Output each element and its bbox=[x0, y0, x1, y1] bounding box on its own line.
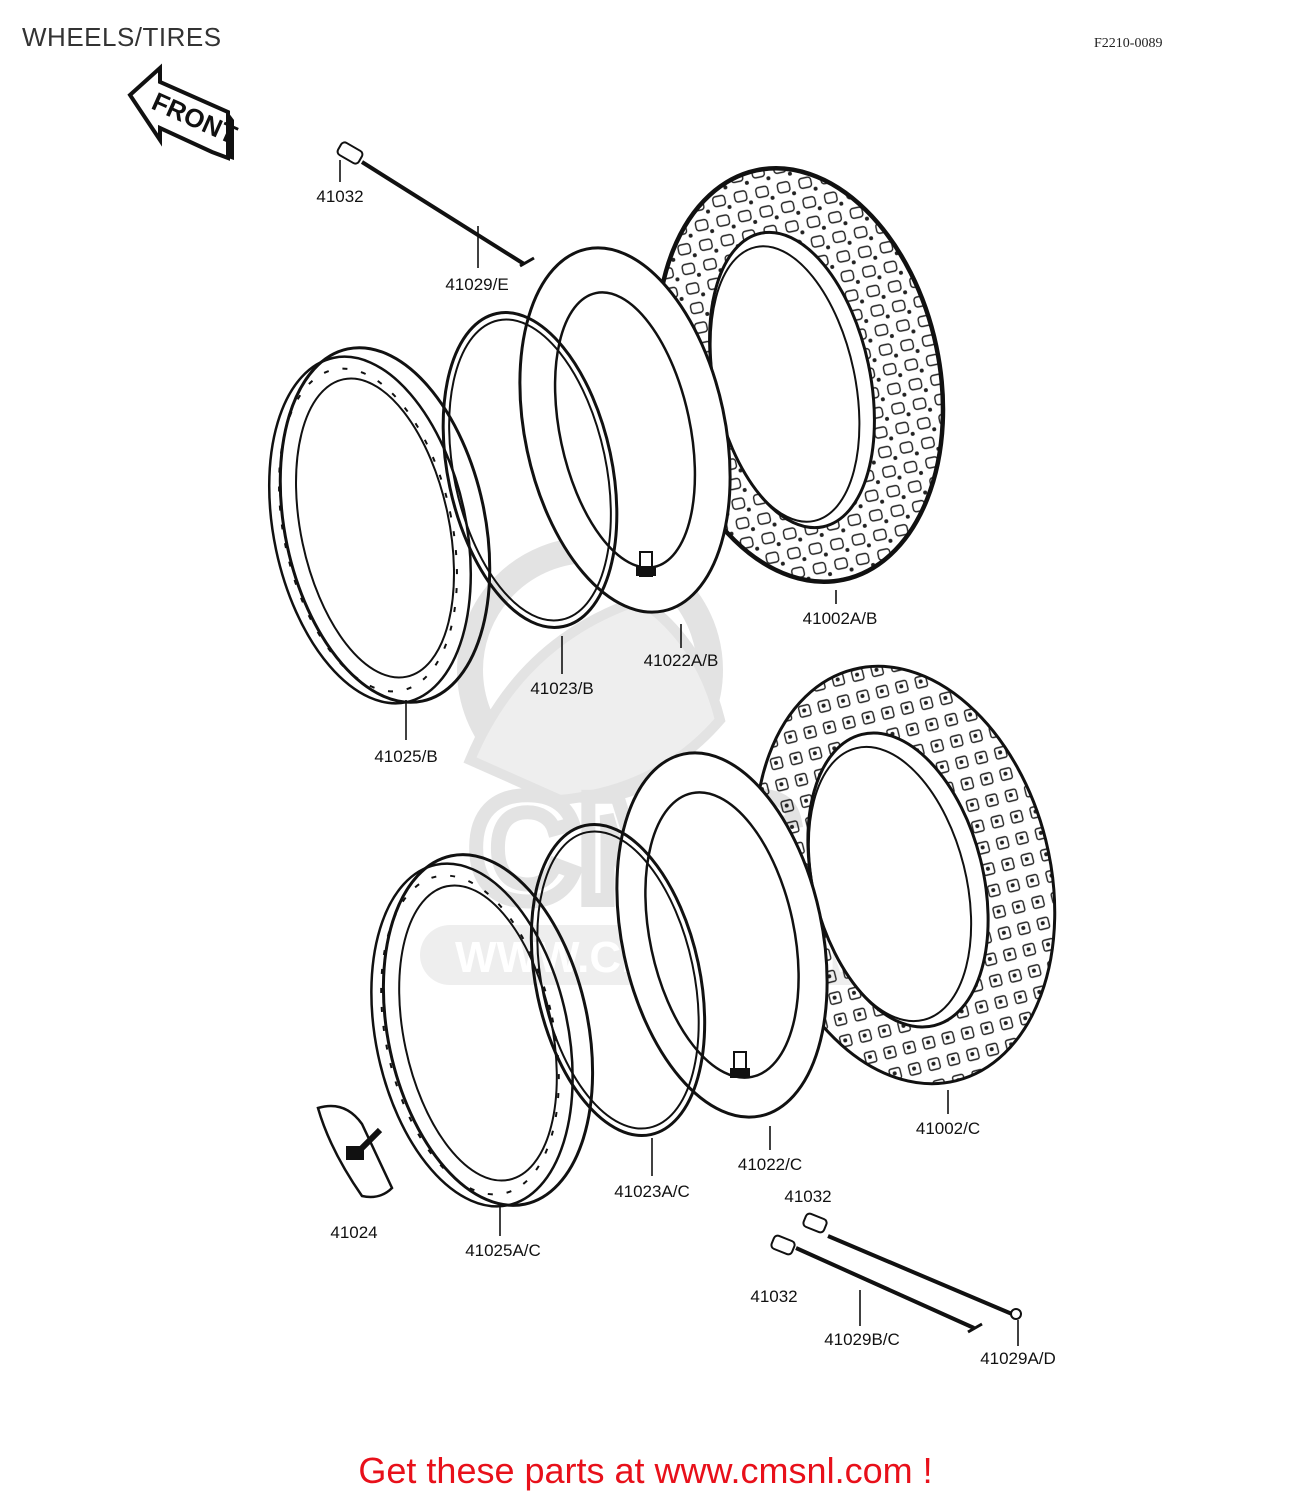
label-tube-bottom[interactable]: 41022/C bbox=[738, 1155, 802, 1174]
label-spoke-nipple-bottom-a[interactable]: 41032 bbox=[784, 1187, 831, 1206]
label-spoke-top[interactable]: 41029/E bbox=[445, 275, 508, 294]
rim-top bbox=[267, 346, 492, 705]
tube-bottom bbox=[615, 751, 829, 1119]
label-rim-band-bottom[interactable]: 41023A/C bbox=[614, 1182, 690, 1201]
leader-lines bbox=[339, 160, 1019, 1346]
page-title: WHEELS/TIRES bbox=[22, 22, 222, 52]
footer-link[interactable]: Get these parts at www.cmsnl.com ! bbox=[358, 1450, 933, 1491]
rim-band-bottom bbox=[529, 823, 707, 1137]
label-rim-bottom[interactable]: 41025A/C bbox=[465, 1241, 541, 1260]
spoke-bottom-b bbox=[795, 1246, 983, 1334]
spoke-nipple-top-icon bbox=[336, 141, 364, 165]
tube-top bbox=[518, 246, 732, 614]
label-spoke-nipple-bottom-b[interactable]: 41032 bbox=[750, 1287, 797, 1306]
rim-band-top bbox=[441, 311, 619, 629]
front-arrow-icon: FRONT bbox=[127, 63, 242, 161]
spoke-top bbox=[360, 160, 535, 268]
tire-bottom bbox=[753, 664, 1057, 1086]
rim-bottom bbox=[370, 853, 595, 1208]
label-rim-band-top[interactable]: 41023/B bbox=[530, 679, 593, 698]
figure-code: F2210-0089 bbox=[1094, 36, 1163, 51]
label-spoke-nipple-top[interactable]: 41032 bbox=[316, 187, 363, 206]
label-tube-top[interactable]: 41022A/B bbox=[644, 651, 719, 670]
spoke-nipple-bottom-b-icon bbox=[770, 1234, 796, 1256]
label-tire-bottom[interactable]: 41002/C bbox=[916, 1119, 980, 1138]
rim-lock-icon bbox=[316, 1104, 394, 1199]
label-spoke-bottom-b[interactable]: 41029B/C bbox=[824, 1330, 900, 1349]
footer-promo[interactable]: Get these parts at www.cmsnl.com ! bbox=[0, 1450, 1291, 1492]
label-rim-top[interactable]: 41025/B bbox=[374, 747, 437, 766]
label-spoke-bottom-a[interactable]: 41029A/D bbox=[980, 1349, 1056, 1368]
label-rim-lock[interactable]: 41024 bbox=[330, 1223, 377, 1242]
label-tire-top[interactable]: 41002A/B bbox=[803, 609, 878, 628]
spoke-nipple-bottom-a-icon bbox=[802, 1212, 828, 1234]
spoke-bottom-a bbox=[827, 1234, 1022, 1320]
